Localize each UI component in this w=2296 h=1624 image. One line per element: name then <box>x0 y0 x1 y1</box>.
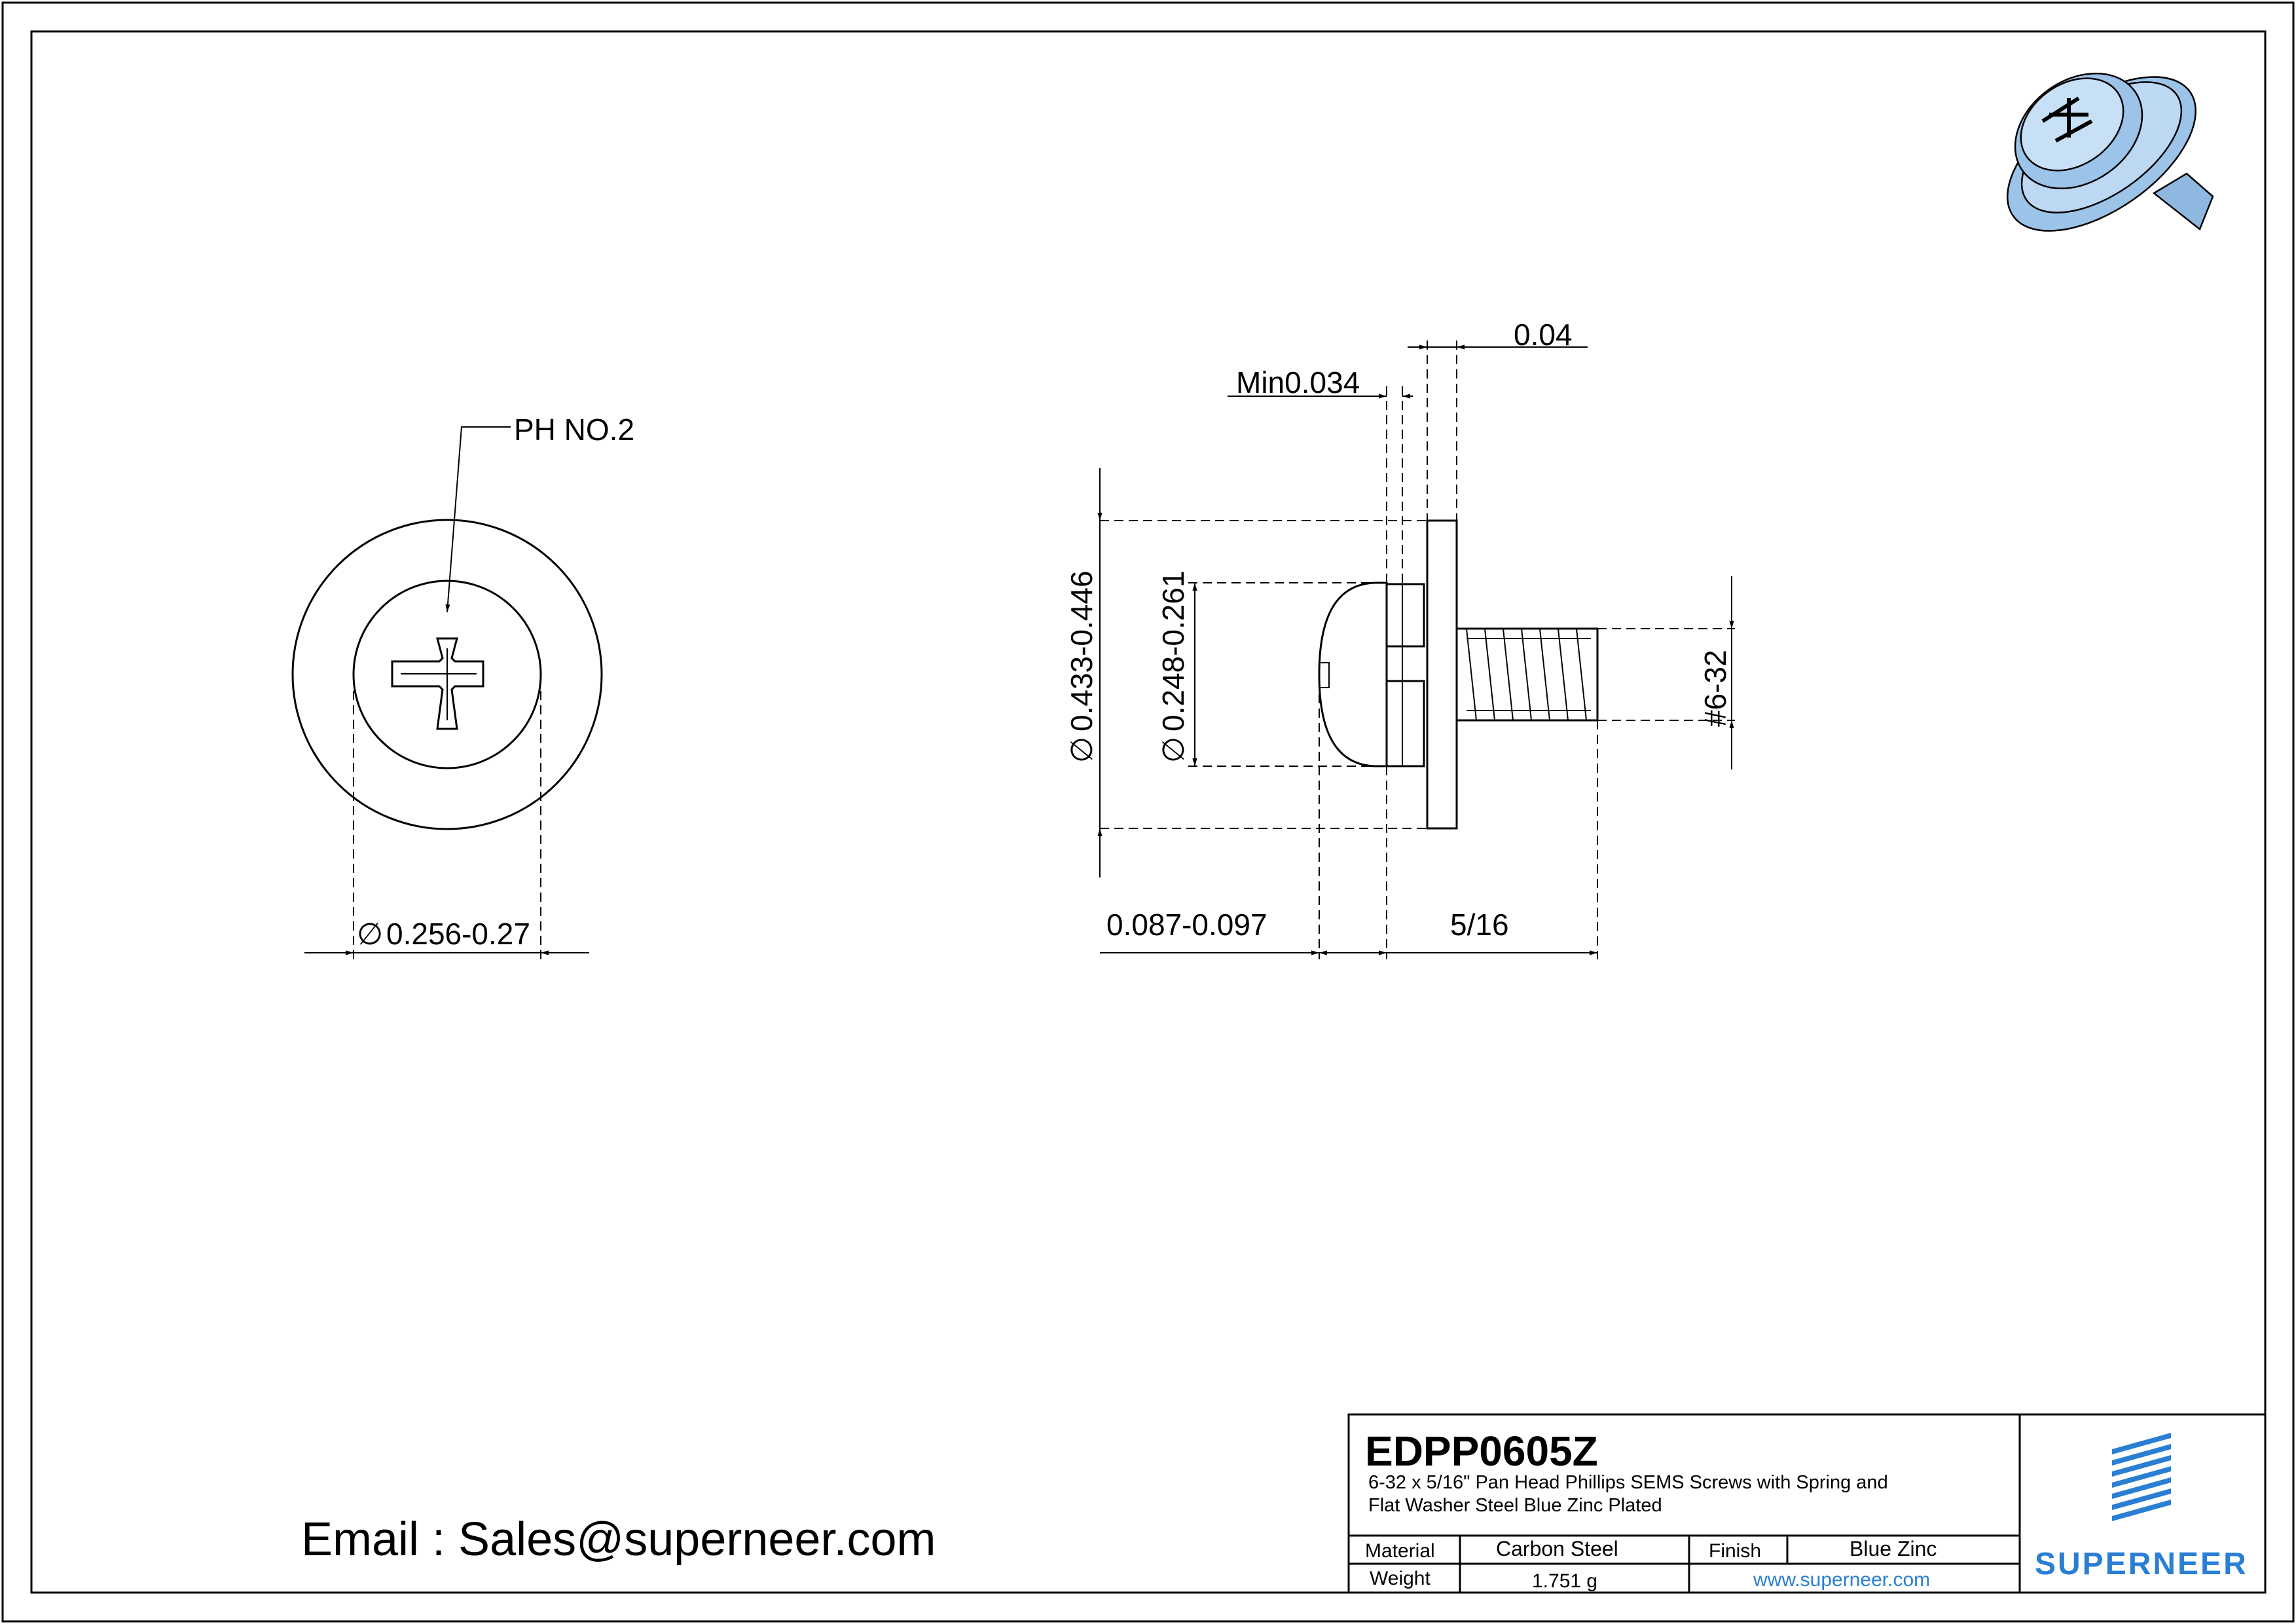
phillips-recess <box>391 637 484 730</box>
weight-value: 1.751 g <box>1532 1570 1597 1592</box>
description-line-2: Flat Washer Steel Blue Zinc Plated <box>1368 1495 1662 1516</box>
spring-washer-top <box>1385 583 1425 648</box>
finish-value: Blue Zinc <box>1850 1537 1937 1560</box>
material-label: Material <box>1365 1540 1435 1562</box>
spring-washer-bottom <box>1385 680 1425 767</box>
side-head-dia-label: 0.248-0.261 <box>1156 570 1190 731</box>
description-line-1: 6-32 x 5/16" Pan Head Phillips SEMS Scre… <box>1368 1472 1888 1493</box>
washer-outline <box>291 519 603 830</box>
length-label: 5/16 <box>1450 908 1509 942</box>
part-number: EDPP0605Z <box>1365 1428 1598 1475</box>
washer-dia-symbol: ∅ <box>1065 737 1099 763</box>
head-outline <box>352 580 542 769</box>
material-value: Carbon Steel <box>1496 1537 1618 1560</box>
website-link[interactable]: www.superneer.com <box>1753 1569 1930 1591</box>
washer-thickness-label: 0.04 <box>1514 318 1573 352</box>
front-view <box>291 426 603 959</box>
washer-dia-label: 0.433-0.446 <box>1065 570 1099 731</box>
diameter-symbol: ∅ <box>357 917 383 951</box>
thread-label: #6-32 <box>1698 650 1732 727</box>
weight-label: Weight <box>1370 1568 1430 1589</box>
thread-crests <box>1466 628 1587 721</box>
head-dia-symbol: ∅ <box>1156 737 1190 763</box>
flat-washer <box>1426 519 1458 830</box>
drive-label: PH NO.2 <box>514 413 634 447</box>
recess-center <box>401 648 477 720</box>
spring-thickness-label: Min0.034 <box>1236 365 1360 399</box>
drive-leader <box>445 426 511 613</box>
head-recess-side <box>1319 662 1330 688</box>
inner-border <box>30 30 2267 1594</box>
pan-head <box>1318 581 1388 767</box>
brand-name: SUPERNEER <box>2035 1547 2248 1581</box>
email-text: Email : Sales@superneer.com <box>301 1513 936 1566</box>
iso-screw-image <box>2007 72 2214 232</box>
thread-shank <box>1457 627 1599 722</box>
side-view <box>1097 341 1735 959</box>
superneer-logo-mark <box>2112 1433 2171 1521</box>
front-head-dia-label: 0.256-0.27 <box>386 917 530 951</box>
finish-label: Finish <box>1709 1540 1761 1562</box>
head-height-label: 0.087-0.097 <box>1106 908 1267 942</box>
title-block <box>1347 1413 2267 1594</box>
